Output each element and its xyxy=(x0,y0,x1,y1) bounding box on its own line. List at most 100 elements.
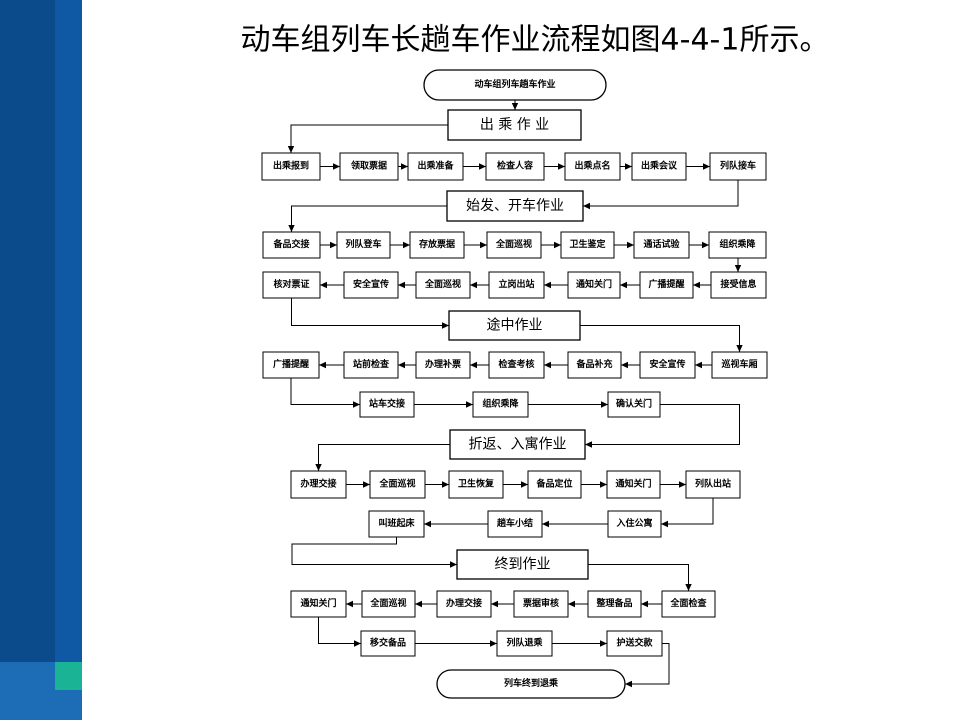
flow-step: 通话试验 xyxy=(633,231,690,259)
flow-step: 安全宣传 xyxy=(639,351,696,379)
flow-step-label: 办理交接 xyxy=(446,597,482,609)
flow-step: 通知关门 xyxy=(606,470,661,499)
flow-step: 出乘报到 xyxy=(261,152,321,181)
stage-header: 出 乘 作 业 xyxy=(447,109,582,141)
sidebar-band-mid xyxy=(55,0,82,662)
flow-step: 巡视车厢 xyxy=(711,351,768,379)
sidebar-foot-right xyxy=(55,690,82,720)
flow-step-label: 列队登车 xyxy=(345,238,381,250)
flow-step-label: 趟车小结 xyxy=(496,517,533,529)
flow-step: 办理交接 xyxy=(436,590,492,618)
flow-step: 列队接车 xyxy=(709,152,767,181)
flow-step: 检查考核 xyxy=(488,351,545,379)
flow-step-label: 票据审核 xyxy=(523,597,559,609)
flow-step-box xyxy=(527,470,582,499)
flow-step-label: 巡视车厢 xyxy=(721,358,757,370)
stage-header: 终到作业 xyxy=(456,549,589,580)
flow-step: 列队出站 xyxy=(685,470,741,499)
flow-step-label: 领取票据 xyxy=(351,160,387,172)
flow-step: 组织乘降 xyxy=(708,231,767,259)
flow-step: 立岗出站 xyxy=(488,271,545,299)
flow-step-box xyxy=(290,590,347,618)
flow-step-label: 检查人容 xyxy=(497,160,533,172)
flow-step: 确认关门 xyxy=(607,391,661,418)
flow-step-box xyxy=(415,351,471,379)
stage-header: 始发、开车作业 xyxy=(446,190,584,222)
flow-arrow xyxy=(588,564,692,591)
flow-arrow xyxy=(585,404,740,448)
stage-header-label: 出 乘 作 业 xyxy=(480,117,549,133)
flow-step-label: 广播提醒 xyxy=(648,278,684,290)
flow-step-box xyxy=(685,470,741,499)
flow-step-label: 广播提醒 xyxy=(273,358,309,370)
flow-step-box xyxy=(262,231,321,259)
flow-step-label: 组织乘降 xyxy=(482,398,519,410)
flow-step-label: 列队退乘 xyxy=(506,637,543,649)
flow-step: 站前检查 xyxy=(343,351,399,379)
flow-step: 全面巡视 xyxy=(361,590,416,618)
flow-step-box xyxy=(339,152,399,181)
flow-end: 列车终到退乘 xyxy=(436,669,626,699)
flow-step-label: 办理补票 xyxy=(425,358,461,370)
flow-arrow xyxy=(291,537,457,568)
flow-step-label: 存放票据 xyxy=(419,238,455,250)
flow-step-label: 安全宣传 xyxy=(649,358,685,370)
flow-step-label: 安全宣传 xyxy=(353,278,389,290)
flow-step-box xyxy=(709,152,767,181)
flow-arrow xyxy=(583,180,739,210)
flow-step-label: 叫班起床 xyxy=(378,517,415,529)
flow-step-box xyxy=(343,271,399,299)
flow-arrow xyxy=(288,205,447,232)
flow-step: 全面巡视 xyxy=(369,470,426,499)
flow-step: 核对票证 xyxy=(262,271,321,299)
sidebar-accent-square xyxy=(55,662,82,690)
flow-step: 检查人容 xyxy=(485,152,545,181)
flow-step-label: 入住公寓 xyxy=(615,517,652,529)
flow-step-label: 通话试验 xyxy=(643,238,680,250)
flow-step-label: 核对票证 xyxy=(273,278,309,290)
flow-step: 存放票据 xyxy=(409,231,465,259)
flow-step-label: 备品补充 xyxy=(575,358,612,370)
flow-step-label: 通知关门 xyxy=(615,478,651,490)
flow-step: 办理补票 xyxy=(415,351,471,379)
flow-step-label: 备品交接 xyxy=(272,238,309,250)
flow-step-box xyxy=(560,231,615,259)
flow-step-box xyxy=(361,590,416,618)
flow-step-label: 全面巡视 xyxy=(378,478,415,490)
flow-step-box xyxy=(711,351,768,379)
flow-step: 全面巡视 xyxy=(415,271,471,299)
flow-step: 备品交接 xyxy=(262,231,321,259)
flow-step: 备品补充 xyxy=(567,351,622,379)
flow-start-label: 动车组列车趟车作业 xyxy=(474,78,555,90)
flow-arrow xyxy=(290,378,360,408)
flow-step-label: 通知关门 xyxy=(300,597,336,609)
flow-step: 护送交款 xyxy=(606,630,663,657)
flow-step: 出乘会议 xyxy=(631,152,687,181)
flow-step-box xyxy=(639,271,694,299)
flow-step-label: 列队出站 xyxy=(695,478,731,490)
flow-step: 出乘点名 xyxy=(564,152,621,181)
flow-step: 接受信息 xyxy=(710,271,767,299)
stage-header-box xyxy=(456,549,589,580)
flow-step-box xyxy=(487,510,543,538)
flow-step: 全面检查 xyxy=(661,590,716,618)
flow-arrow xyxy=(318,617,361,647)
flow-arrow xyxy=(661,498,714,528)
flow-step-label: 站车交接 xyxy=(369,398,405,410)
flow-step: 移交备品 xyxy=(360,630,416,657)
flow-step-label: 站前检查 xyxy=(353,358,390,370)
flow-step: 广播提醒 xyxy=(262,351,320,379)
stage-header: 途中作业 xyxy=(448,310,581,341)
flow-start: 动车组列车趟车作业 xyxy=(423,69,607,101)
flow-step-box xyxy=(262,351,320,379)
flow-step-label: 立岗出站 xyxy=(498,278,534,290)
flow-step-box xyxy=(261,152,321,181)
stage-header-label: 终到作业 xyxy=(495,557,551,573)
flow-step-label: 检查考核 xyxy=(498,358,534,370)
flow-step: 入住公寓 xyxy=(607,510,662,538)
flow-step-label: 出乘报到 xyxy=(273,160,309,172)
sidebar-decoration xyxy=(0,0,82,720)
stage-header-label: 始发、开车作业 xyxy=(466,197,564,214)
flow-step-label: 接受信息 xyxy=(720,278,756,290)
